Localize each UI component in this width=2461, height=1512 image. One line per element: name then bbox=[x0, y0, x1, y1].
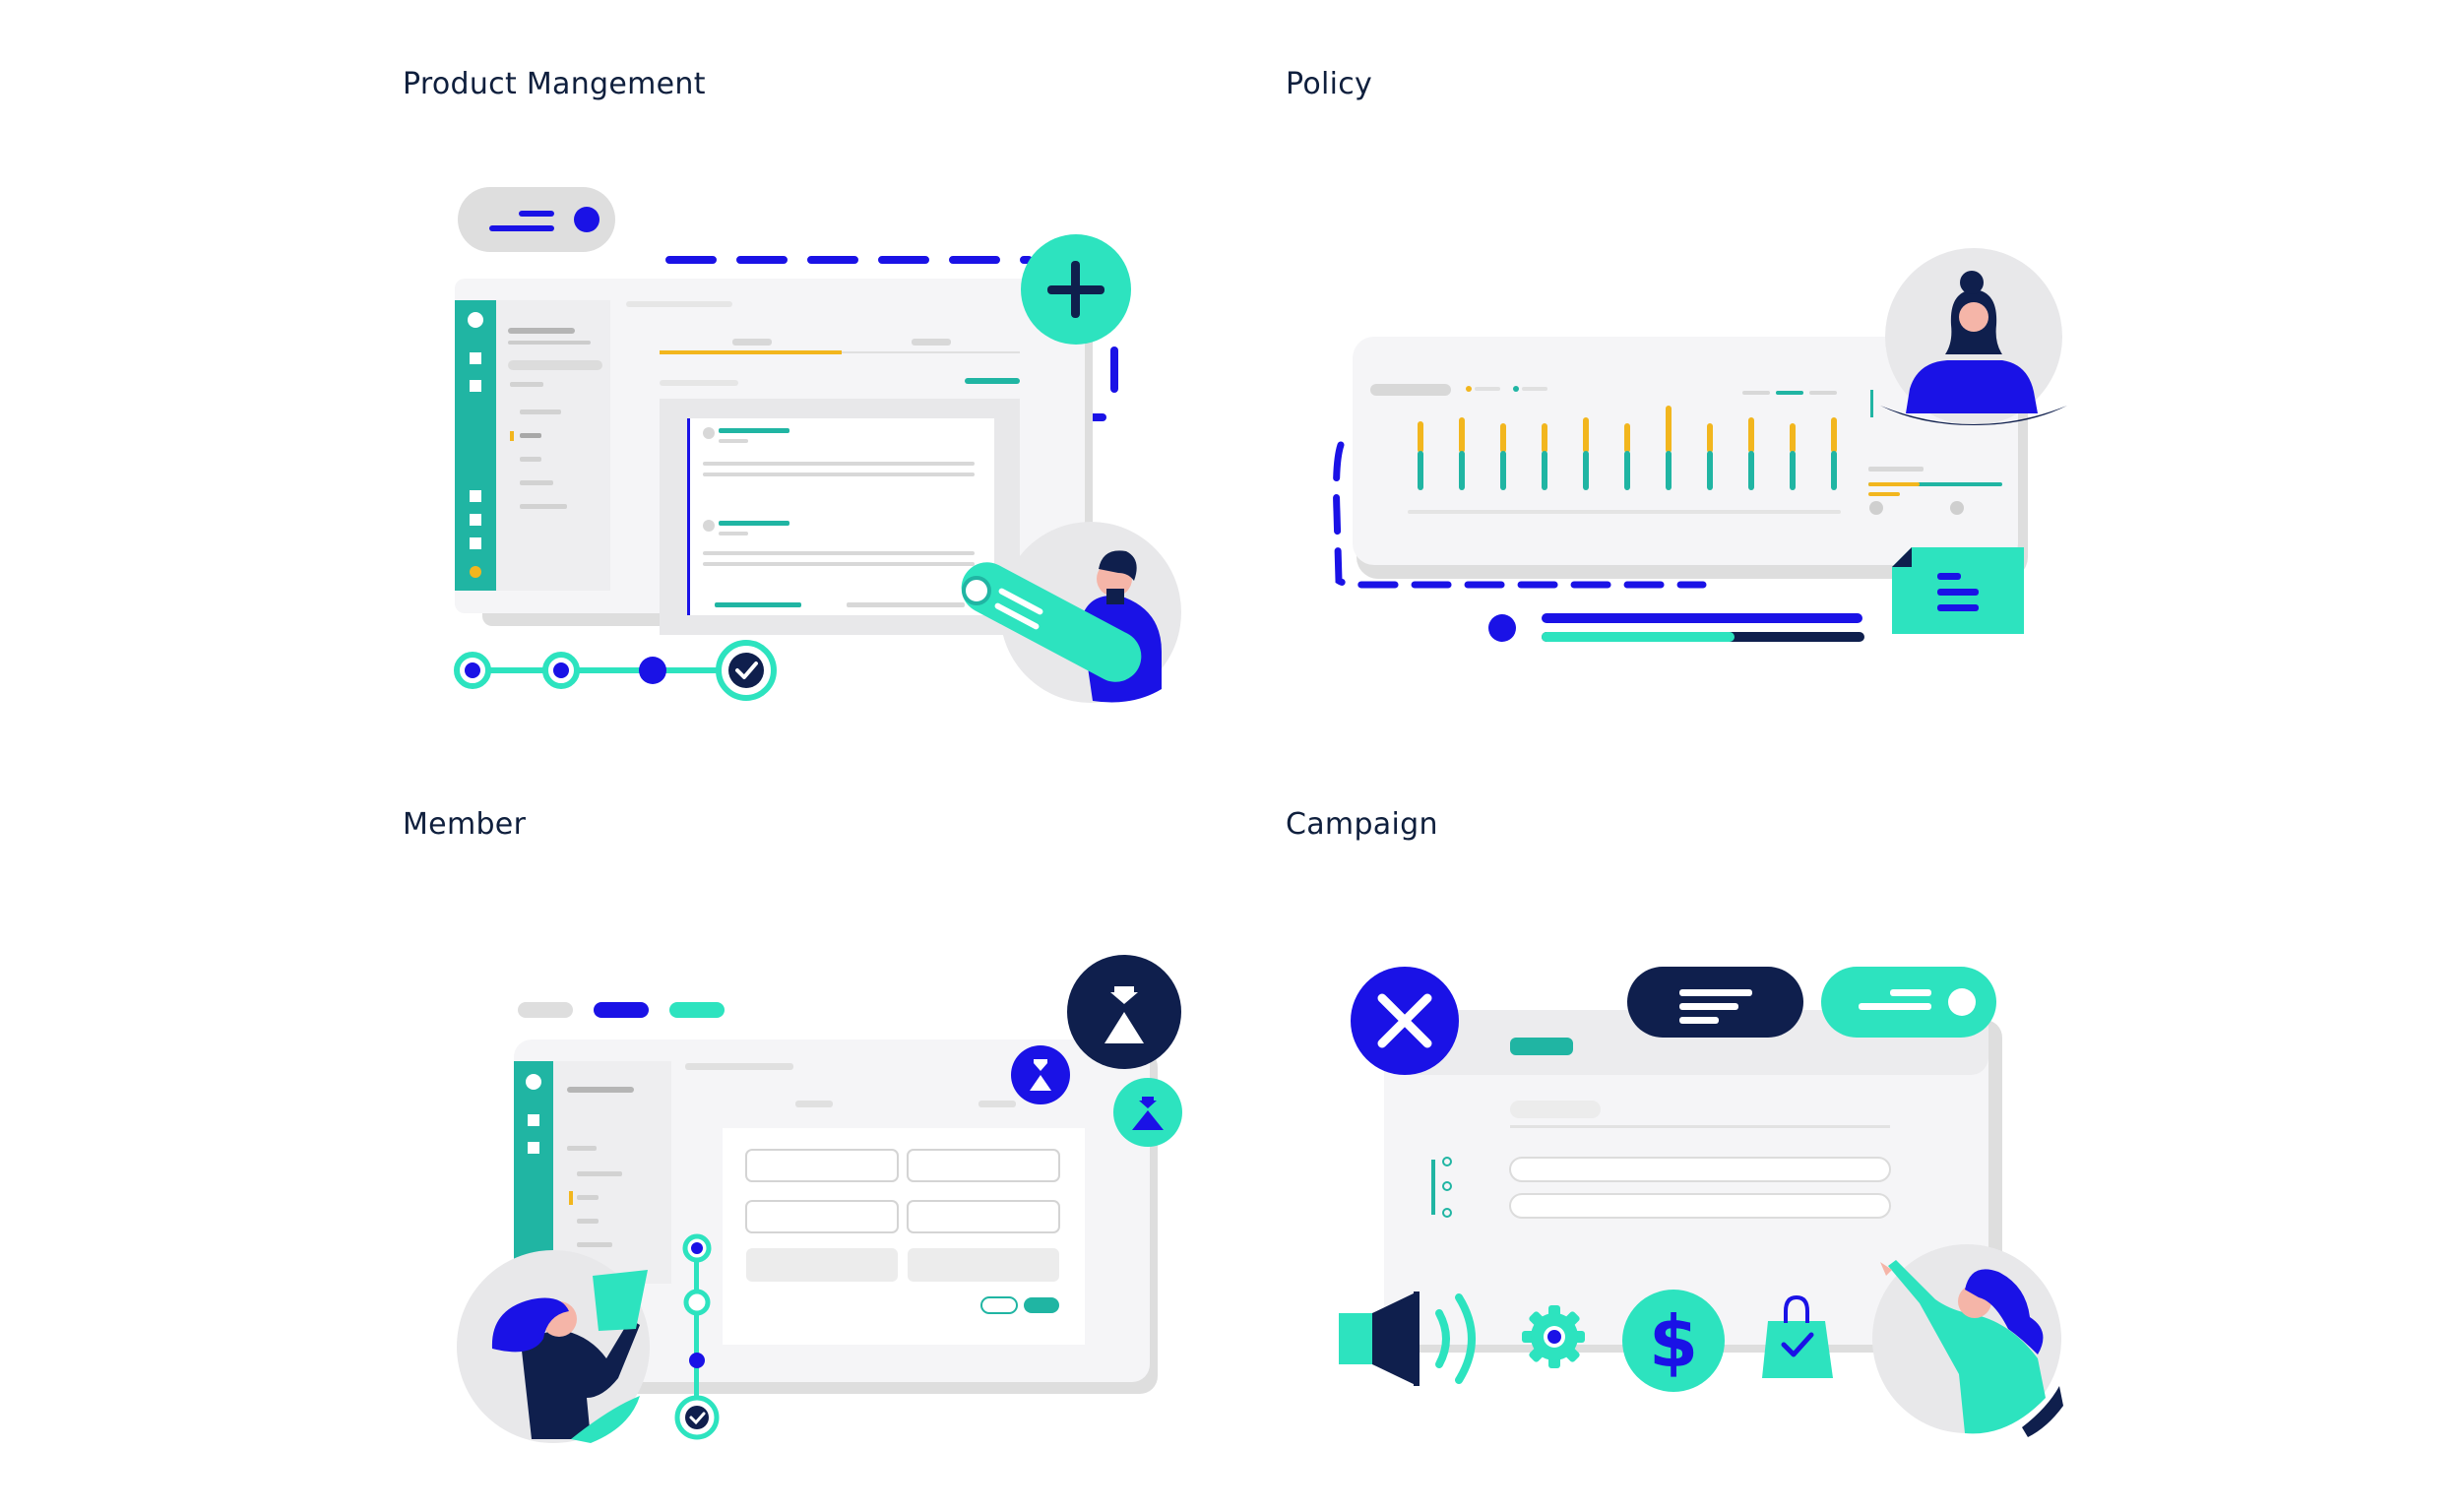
step-3 bbox=[639, 657, 666, 684]
avatar-woman bbox=[1880, 248, 2067, 425]
tab-dashes[interactable] bbox=[518, 1002, 725, 1018]
hourglass-badge-blue bbox=[1011, 1045, 1070, 1104]
tablet bbox=[593, 1270, 648, 1331]
hourglass-badge-large bbox=[1067, 955, 1181, 1069]
hourglass-icon bbox=[1132, 1097, 1164, 1130]
form-field[interactable] bbox=[746, 1248, 898, 1282]
policy-illustration bbox=[1333, 248, 2067, 642]
menu-pill[interactable] bbox=[1627, 967, 1803, 1038]
policy-window bbox=[1353, 337, 2028, 579]
avatar-pointing bbox=[1872, 1244, 2063, 1437]
member-illustration bbox=[457, 955, 1182, 1443]
timeline-stepper bbox=[674, 1233, 720, 1440]
hourglass-icon bbox=[1104, 986, 1144, 1043]
section-title-policy: Policy bbox=[1286, 67, 1373, 101]
progress-indicator bbox=[1488, 613, 1864, 642]
product-management-illustration bbox=[454, 187, 1181, 703]
product-window bbox=[455, 279, 1093, 635]
edit-bar[interactable] bbox=[952, 553, 1150, 691]
campaign-input[interactable] bbox=[1509, 1193, 1891, 1219]
stepper bbox=[454, 640, 777, 701]
section-title-campaign: Campaign bbox=[1286, 807, 1438, 842]
dollar-icon: $ bbox=[1649, 1300, 1698, 1383]
section-title-product-management: Product Mangement bbox=[403, 67, 706, 101]
form-submit-button[interactable] bbox=[1024, 1297, 1059, 1313]
hourglass-badge-mint bbox=[1113, 1078, 1182, 1147]
form-field[interactable] bbox=[907, 1200, 1060, 1233]
megaphone-icon[interactable] bbox=[1339, 1292, 1476, 1386]
check-icon bbox=[689, 1412, 706, 1425]
campaign-input[interactable] bbox=[1509, 1157, 1891, 1182]
close-button[interactable] bbox=[1351, 967, 1459, 1075]
avatar-reader bbox=[457, 1250, 650, 1443]
section-title-member: Member bbox=[403, 807, 527, 842]
bar-chart bbox=[1408, 406, 1841, 514]
plus-icon bbox=[1047, 261, 1104, 318]
form-field[interactable] bbox=[907, 1149, 1060, 1182]
form-field[interactable] bbox=[745, 1200, 899, 1233]
shopping-bag-icon[interactable] bbox=[1762, 1294, 1833, 1378]
member-sidebar-rail bbox=[514, 1061, 553, 1284]
document-icon[interactable] bbox=[1892, 547, 2024, 634]
hourglass-icon bbox=[1030, 1059, 1051, 1091]
toggle-pill-on[interactable] bbox=[1821, 967, 1996, 1038]
progress-fill bbox=[1542, 632, 1735, 642]
campaign-illustration: $ bbox=[1339, 967, 2063, 1437]
check-icon bbox=[735, 662, 758, 679]
member-form bbox=[723, 1128, 1085, 1345]
dollar-badge[interactable]: $ bbox=[1622, 1290, 1725, 1392]
form-field[interactable] bbox=[745, 1149, 899, 1182]
member-window bbox=[514, 1040, 1158, 1394]
toggle-pill[interactable] bbox=[458, 187, 615, 252]
campaign-window bbox=[1384, 1010, 2002, 1353]
add-button[interactable] bbox=[1021, 234, 1131, 345]
close-icon bbox=[1377, 993, 1432, 1048]
form-field[interactable] bbox=[908, 1248, 1059, 1282]
form-cancel-button[interactable] bbox=[980, 1296, 1018, 1314]
gear-icon[interactable] bbox=[1522, 1305, 1585, 1368]
